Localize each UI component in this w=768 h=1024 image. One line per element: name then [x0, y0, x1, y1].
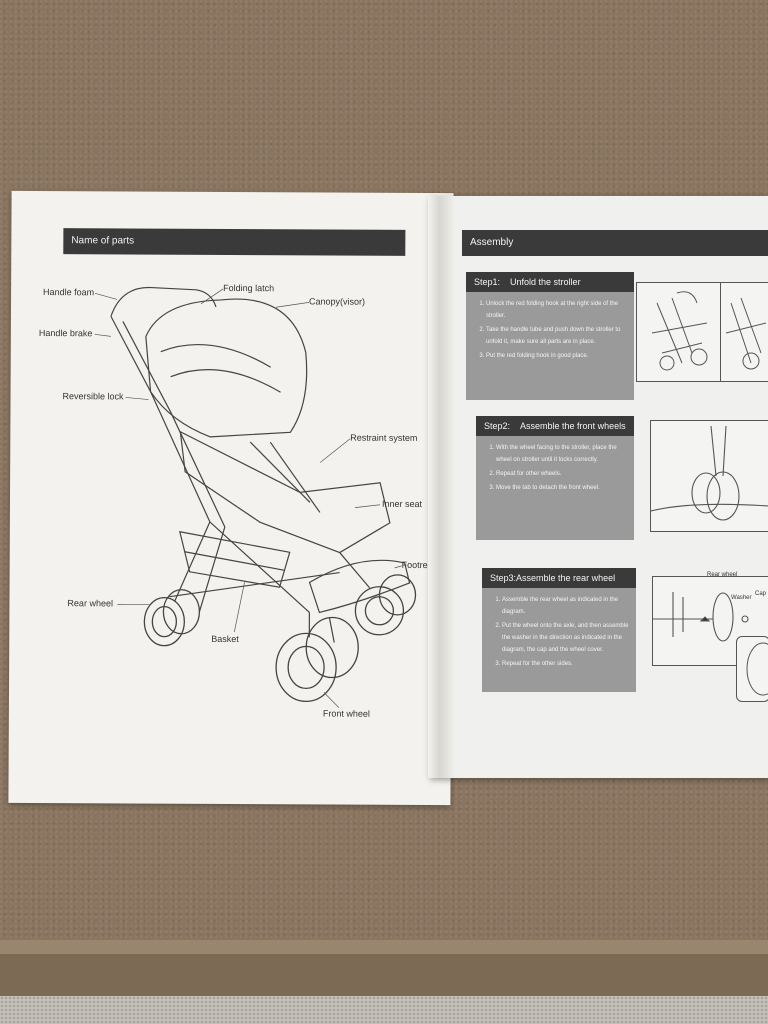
step-2-item: With the wheel facing to the stroller, p…: [496, 442, 628, 466]
step-2-header: Step2: Assemble the front wheels: [476, 416, 634, 436]
step-1-box: Step1: Unfold the stroller Unlock the red…: [466, 272, 634, 400]
label-handle-foam: Handle foam: [43, 287, 95, 298]
step-1-header: Step1: Unfold the stroller: [466, 272, 634, 292]
step-3-header: Step3:Assemble the rear wheel: [482, 568, 636, 588]
stroller-folded-sketch: [651, 291, 708, 371]
step-2-instructions: With the wheel facing to the stroller, p…: [476, 436, 634, 500]
step-3-title: Assemble the rear wheel: [516, 573, 616, 583]
front-wheel-sketch: [650, 425, 768, 521]
label-washer: Washer: [731, 595, 752, 601]
step-1-number: Step1:: [474, 277, 501, 287]
step-3-figure-b: [736, 636, 768, 702]
manual-left-page: Name of parts: [8, 190, 454, 806]
step-3-box: Step3:Assemble the rear wheel Assemble t…: [482, 568, 636, 692]
step-3-item: Assemble the rear wheel as indicated in …: [502, 594, 630, 618]
step-2-item: Move the tab to detach the front wheel.: [496, 482, 628, 494]
step-2-item: Repeat for other wheels.: [496, 468, 628, 480]
step-3-item: Put the wheel onto the axle, and then as…: [502, 620, 630, 656]
carpet-edge: [0, 940, 768, 996]
manual-right-page: Assembly Step1: Unfold the stroller Unloc…: [430, 196, 768, 778]
floor: [0, 996, 768, 1024]
label-reversible-lock: Reversible lock: [62, 391, 124, 402]
step-1-figure-a: [636, 282, 724, 382]
step-1-item: Unlock the red folding hook at the right…: [486, 298, 628, 322]
wheel-cover-sketch: [746, 642, 768, 696]
label-inner-seat: Inner seat: [381, 498, 423, 510]
label-front-wheel: Front wheel: [322, 708, 370, 719]
label-rear-wheel-diagram: Rear wheel: [707, 572, 738, 578]
step-3-instructions: Assemble the rear wheel as indicated in …: [482, 588, 636, 676]
step-3-number: Step3:: [490, 573, 517, 583]
label-rear-wheel: Rear wheel: [67, 598, 114, 609]
step-1-instructions: Unlock the red folding hook at the right…: [466, 292, 634, 368]
step-2-title: Assemble the front wheels: [520, 421, 626, 431]
label-canopy: Canopy(visor): [309, 296, 366, 307]
section-title-assembly: Assembly: [462, 230, 768, 256]
stroller-unfolded-sketch: [725, 297, 767, 370]
step-2-number: Step2:: [484, 421, 511, 431]
rear-wheel-exploded-sketch: [653, 592, 749, 642]
label-restraint-system: Restraint system: [350, 432, 418, 443]
label-basket: Basket: [211, 633, 239, 645]
book-gutter: [428, 196, 454, 778]
step-1-item: Take the handle tube and push down the s…: [486, 324, 628, 348]
step-1-item: Put the red folding hook in good place.: [486, 350, 628, 362]
stroller-diagram: [94, 286, 417, 708]
step-3-item: Repeat for the other sides.: [502, 658, 630, 670]
step-2-figure: [650, 420, 768, 532]
step-1-title: Unfold the stroller: [510, 277, 581, 287]
label-handle-brake: Handle brake: [38, 327, 93, 339]
step-1-figure-b: [720, 282, 768, 382]
label-cap: Cap: [755, 591, 767, 597]
label-folding-latch: Folding latch: [223, 282, 275, 294]
step-2-box: Step2: Assemble the front wheels With the…: [476, 416, 634, 540]
